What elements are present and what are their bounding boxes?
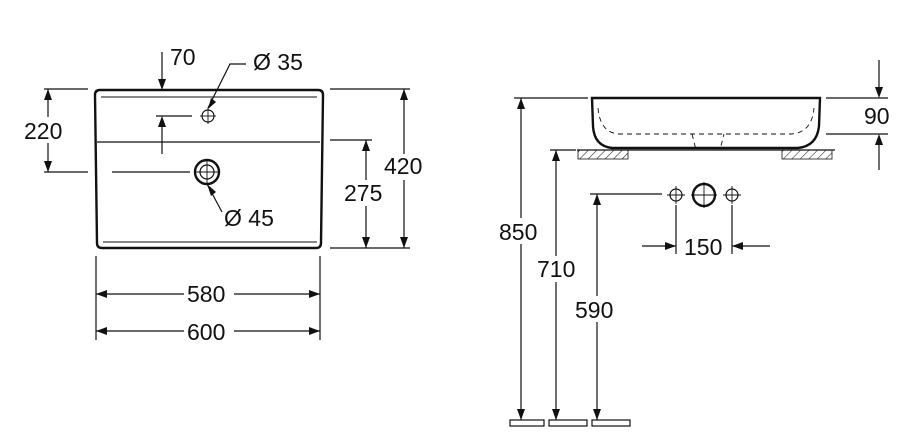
arrow — [552, 150, 560, 161]
arrow — [309, 290, 320, 298]
arrow — [665, 242, 676, 250]
floor-block — [548, 419, 588, 427]
arrow — [158, 79, 166, 90]
dim-bowl-depth: 275 — [344, 180, 382, 206]
arrow — [517, 409, 525, 420]
support-left — [577, 149, 629, 160]
arrow — [400, 237, 408, 248]
drain-hole — [193, 158, 221, 186]
arrow — [96, 290, 107, 298]
arrow — [875, 134, 883, 145]
arrow — [875, 87, 883, 98]
dim-overall-width: 600 — [187, 319, 225, 345]
leader-tap-hole — [207, 63, 246, 109]
basin-profile — [590, 96, 822, 150]
tap-connection-center — [691, 182, 717, 208]
tap-hole — [200, 108, 216, 124]
dim-overall-depth: 420 — [384, 153, 422, 179]
label-mask — [184, 282, 234, 306]
dim-tap-hole: Ø 35 — [253, 49, 303, 75]
arrow — [44, 89, 52, 100]
arrow — [552, 409, 560, 420]
floor-block — [591, 419, 631, 427]
arrow — [362, 140, 370, 151]
arrow — [44, 161, 52, 172]
dim-counter-height: 710 — [537, 256, 575, 282]
arrow — [517, 98, 525, 109]
label-mask — [184, 319, 234, 343]
arrow — [208, 98, 216, 109]
arrow — [593, 194, 601, 205]
arrow — [158, 116, 166, 127]
basin-outline — [93, 88, 325, 250]
label-mask — [344, 180, 390, 206]
arrow — [732, 242, 743, 250]
top-view: 70 Ø 35 Ø 45 220 420 275 — [22, 44, 430, 345]
arrow — [400, 89, 408, 100]
arrow — [207, 184, 216, 196]
dim-tap-depth: 220 — [24, 118, 62, 144]
label-mask — [386, 154, 430, 180]
arrow — [593, 409, 601, 420]
side-view: 90 850 710 590 — [498, 60, 890, 427]
label-mask — [574, 296, 624, 322]
label-mask — [498, 218, 546, 244]
arrow — [96, 327, 107, 335]
tap-connection-right — [723, 186, 741, 204]
support-right — [781, 149, 833, 160]
dim-rim-height: 850 — [499, 219, 537, 245]
dim-tap-spacing: 150 — [684, 234, 722, 260]
arrow — [309, 327, 320, 335]
dim-drain-hole: Ø 45 — [224, 205, 274, 231]
dim-basin-height: 90 — [864, 103, 890, 129]
tap-connection-left — [667, 186, 685, 204]
dim-inner-width: 580 — [187, 281, 225, 307]
bowl-hidden-line — [597, 107, 815, 135]
label-mask — [536, 256, 582, 282]
label-mask — [22, 117, 74, 143]
floor-block — [509, 419, 545, 427]
dim-tap-offset: 70 — [170, 44, 196, 70]
dim-tap-height: 590 — [575, 297, 613, 323]
arrow — [362, 237, 370, 248]
